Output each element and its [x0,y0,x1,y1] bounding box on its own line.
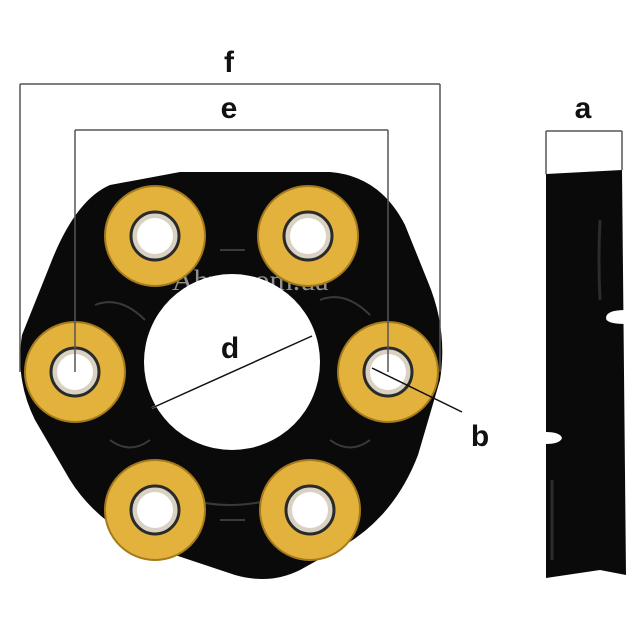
side-view [546,170,626,578]
dimension-b [371,367,463,413]
dimension-a-label: a [575,92,592,125]
side-view-body [546,170,626,578]
dimension-d-label: d [221,332,239,365]
dimension-b-label: b [471,420,489,453]
side-view-notch-bottom [546,432,562,444]
dimension-e [74,129,389,372]
side-view-slot [597,219,602,301]
dimension-f [19,83,441,372]
dimension-e-label: e [221,92,238,125]
bushing-bottom-right [259,459,361,561]
bushing-top-left [104,185,206,287]
bushing-top-right [257,185,359,287]
dimension-d [151,335,313,409]
bushing-bottom-left [104,459,206,561]
front-view: Ahro.com.ua [20,172,443,579]
central-bore [144,274,320,450]
dimension-a [545,130,623,174]
dimension-f-label: f [224,46,235,79]
side-view-notch-top [606,310,626,324]
